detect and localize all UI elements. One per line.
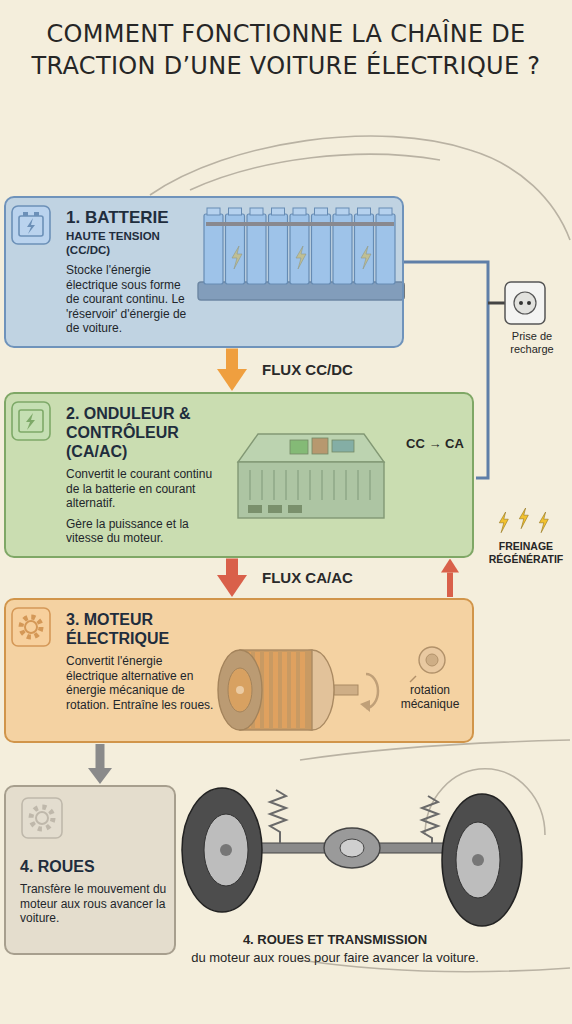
wheels-axle (182, 788, 522, 926)
panel-box: 4. ROUES Transfère le mouvement du moteur… (4, 785, 176, 955)
callout-label: CC → CA (402, 436, 468, 452)
box-heading: 4. ROUES (20, 857, 170, 876)
flow-label: FLUX CA/AC (262, 569, 353, 586)
callout-label: rotation mécanique (386, 683, 474, 712)
callout-label: du moteur aux roues pour faire avancer l… (185, 950, 485, 966)
flow-arrow (226, 349, 238, 370)
panel-box: 2. ONDULEUR & CONTRÔLEUR (CA/AC) Converti… (4, 392, 474, 558)
panel-box: 3. MOTEUR ÉLECTRIQUE Convertit l'énergie … (4, 598, 474, 743)
diagram-title: COMMENT FONCTIONNE LA CHAÎNE DE TRACTION… (16, 18, 556, 83)
flow-arrow (226, 559, 238, 576)
box-text: Stocke l'énergie électrique sous forme d… (66, 263, 194, 336)
box-text: Convertit le courant continu de la batte… (66, 467, 216, 511)
box-heading: 2. ONDULEUR & CONTRÔLEUR (CA/AC) (66, 404, 216, 461)
flow-label: FLUX CC/DC (262, 361, 353, 378)
lightning-symbol (499, 508, 548, 533)
box-text: HAUTE TENSION (CC/DC) (66, 229, 194, 257)
flow-arrow (447, 573, 453, 598)
callout-label: FREINAGE RÉGÉNÉRATIF (482, 540, 570, 565)
box-text: Gère la puissance et la vitesse du moteu… (66, 517, 216, 546)
callout-label: Prise de recharge (494, 330, 570, 356)
callout-label: 4. ROUES ET TRANSMISSION (185, 932, 485, 948)
box-heading: 1. BATTERIE (66, 208, 194, 228)
box-text: Convertit l'énergie électrique alternati… (66, 654, 216, 712)
flow-arrow (96, 744, 105, 768)
box-heading: 3. MOTEUR ÉLECTRIQUE (66, 610, 216, 648)
panel-box: 1. BATTERIEHAUTE TENSION (CC/DC) Stocke l… (4, 196, 404, 348)
box-text: Transfère le mouvement du moteur aux rou… (20, 882, 170, 926)
